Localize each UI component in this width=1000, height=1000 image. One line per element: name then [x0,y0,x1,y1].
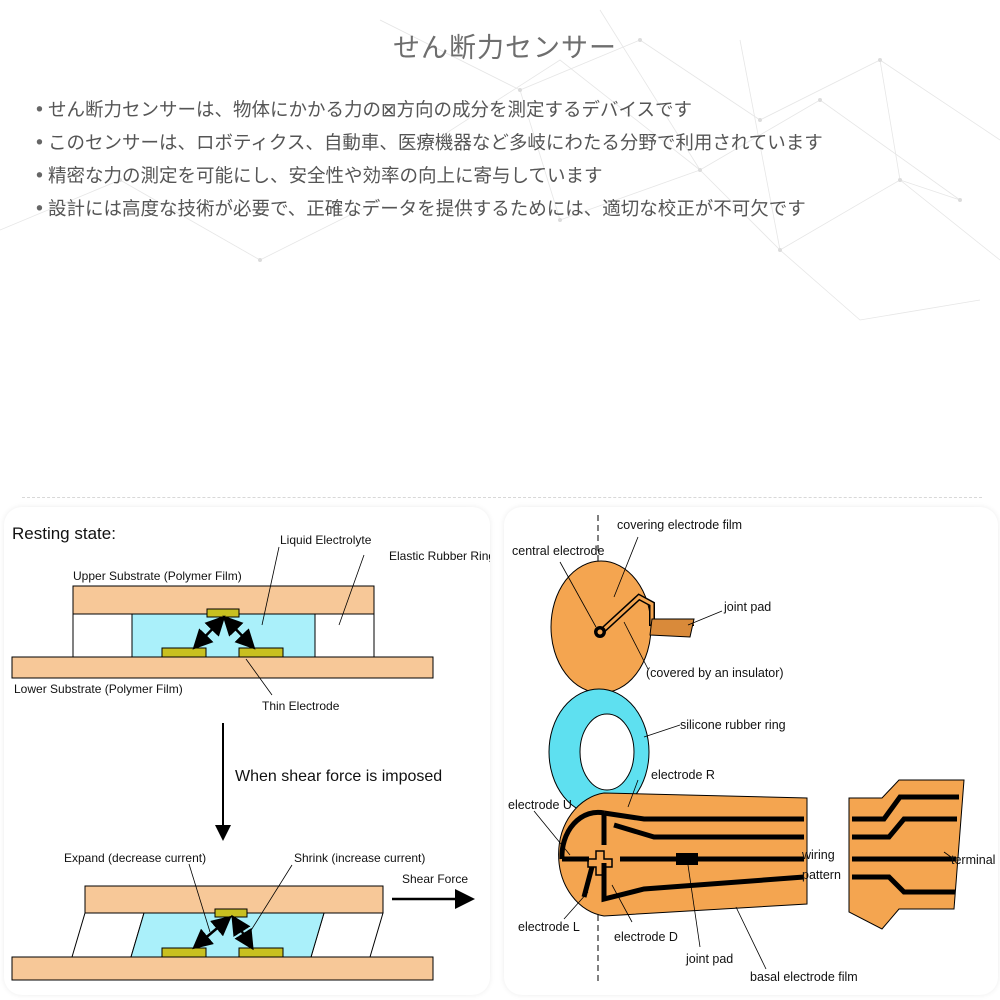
leader-terminal [943,851,952,858]
elastic-rubber-ring-label: Elastic Rubber Ring [389,549,490,563]
terminal-traces [852,794,959,895]
electrode-l-label: electrode L [518,920,580,934]
bullet-item: •精密な力の測定を可能にし、安全性や効率の向上に寄与しています [34,160,823,193]
electrode-d-label: electrode D [614,930,678,944]
shear-force-label: Shear Force [402,872,468,886]
lower-substrate-label: Lower Substrate (Polymer Film) [14,682,183,696]
leader-insulator [623,621,649,670]
bullet-dot: • [34,166,45,187]
section-divider [22,497,982,498]
bottom-electrode-right-sheared [238,947,284,958]
sensor-structure-figure: central electrode covering electrode fil… [504,507,998,995]
liquid-electrolyte-label: Liquid Electrolyte [280,533,372,547]
bottom-electrode-left [161,647,207,658]
electrode-pattern [559,809,805,903]
terminal-label: terminal [951,853,995,867]
joint-pad-bottom-label: joint pad [685,952,733,966]
page-title: せん断力センサー [393,33,617,64]
electrode-u-label: electrode U [508,798,572,812]
current-arrow-left [192,615,226,650]
covered-insulator-label: (covered by an insulator) [646,666,784,680]
bottom-electrode-left-sheared [161,947,207,958]
sensor-structure-diagram: central electrode covering electrode fil… [508,515,995,984]
upper-substrate-label: Upper Substrate (Polymer Film) [73,569,242,583]
shrink-label: Shrink (increase current) [294,851,425,865]
leader-basal-film [735,906,767,970]
bullet-text: 精密な力の測定を可能にし、安全性や効率の向上に寄与しています [48,166,603,187]
wiring-label: wiring [801,848,835,862]
current-arrow-left-sheared [192,915,232,950]
leader-joint-pad-bottom [687,864,701,948]
bullet-item: •設計には高度な技術が必要で、正確なデータを提供するためには、適切な校正が不可欠… [34,193,823,226]
current-arrow-right-sheared [231,914,254,951]
bullet-text: 設計には高度な技術が必要で、正確なデータを提供するためには、適切な校正が不可欠で… [48,199,806,220]
current-arrow-right [222,615,256,650]
bullet-item: •このセンサーは、ロボティクス、自動車、医療機器など多岐にわたる分野で利用されて… [34,127,823,160]
electrode-center-cross [587,850,613,876]
leader-electrode-l [563,891,589,920]
electrode-r-label: electrode R [651,768,715,782]
bullet-list: •せん断力センサーは、物体にかかる力の⊠方向の成分を測定するデバイスです •この… [34,94,823,226]
bullet-dot: • [34,133,45,154]
expand-label: Expand (decrease current) [64,851,206,865]
leader-electrolyte [261,546,280,626]
leader-covering-film [613,536,639,598]
shear-mechanism-diagram: Resting state: Liquid Electrolyte Elasti… [11,524,490,981]
bullet-text: せん断力センサーは、物体にかかる力の⊠方向の成分を測定するデバイスです [48,100,692,121]
thin-electrode-label: Thin Electrode [262,699,340,713]
leader-electrode-d [611,884,633,923]
resting-state-label: Resting state: [12,524,116,543]
shear-mechanism-figure: Resting state: Liquid Electrolyte Elasti… [4,507,490,995]
bottom-electrode-right [238,647,284,658]
central-electrode-label: central electrode [512,544,604,558]
bullet-dot: • [34,199,45,220]
bullet-item: •せん断力センサーは、物体にかかる力の⊠方向の成分を測定するデバイスです [34,94,823,127]
leader-expand [188,863,211,933]
shear-imposed-label: When shear force is imposed [235,768,442,785]
top-electrode [206,608,240,618]
joint-pad-bottom [676,853,698,865]
leader-shrink [249,864,293,933]
pattern-label: pattern [802,868,841,882]
top-electrode-sheared [214,908,248,918]
leader-central-electrode [559,561,597,628]
basal-film-terminal-section [848,779,965,930]
leader-silicone-ring [643,724,681,738]
leader-electrode-r [627,779,639,808]
covering-electrode-film-label: covering electrode film [617,518,742,532]
leader-thin-electrode [245,658,273,696]
rubber-ring-right [314,613,375,658]
joint-pad-top-label: joint pad [723,600,771,614]
lower-substrate [11,656,434,679]
leader-joint-pad-top [687,610,723,626]
liquid-electrolyte [131,613,316,658]
leader-electrode-u [533,810,571,856]
network-background [0,9,1000,321]
rubber-ring-left [72,613,133,658]
silicone-ring-label: silicone rubber ring [680,718,786,732]
basal-film-label: basal electrode film [750,970,858,984]
joint-pad-top [649,618,695,638]
bullet-dot: • [34,100,45,121]
lower-substrate-sheared [11,956,434,981]
bullet-text: このセンサーは、ロボティクス、自動車、医療機器など多岐にわたる分野で利用されてい… [48,133,823,154]
leader-rubber-ring [338,554,365,626]
